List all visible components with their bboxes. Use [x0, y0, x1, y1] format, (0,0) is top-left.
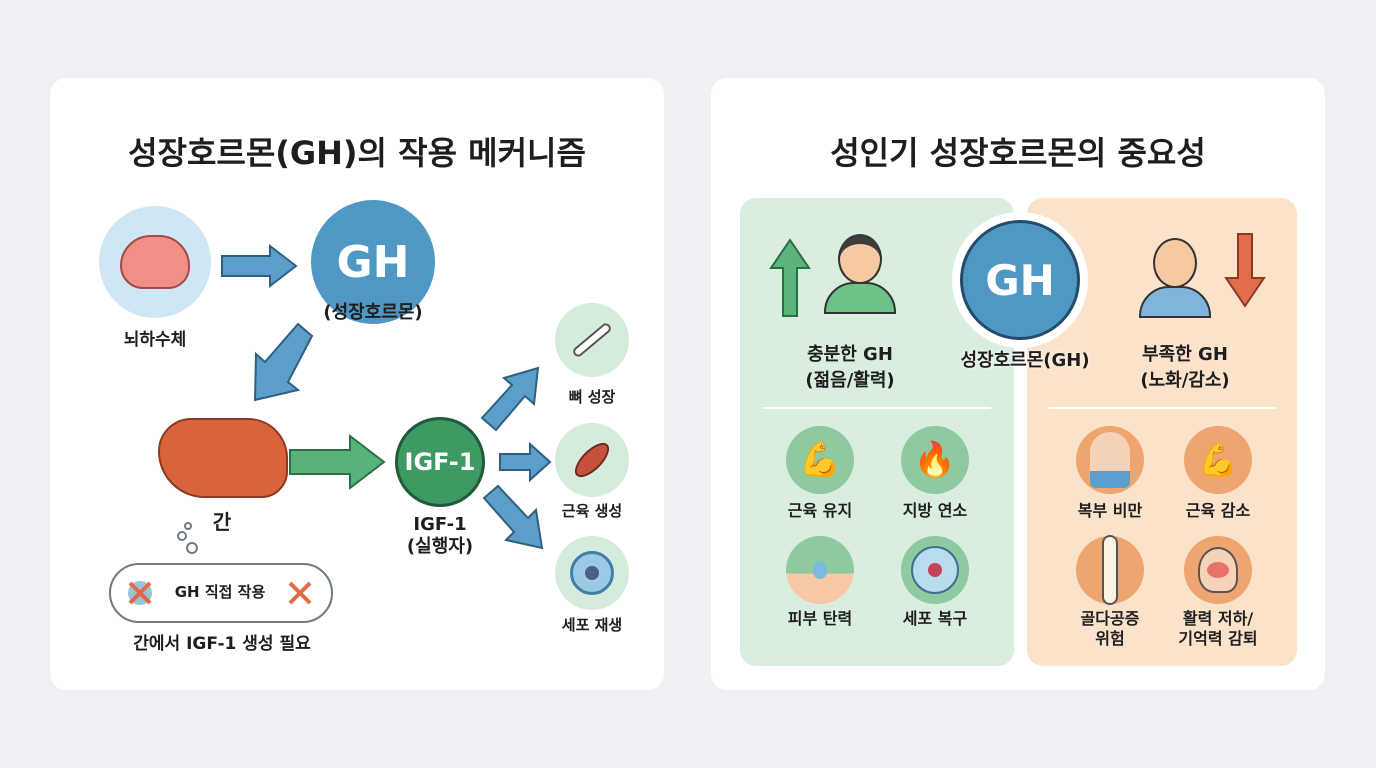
gh-center-circle: GH	[960, 220, 1080, 340]
mechanism-title: 성장호르몬(GH)의 작용 메커니즘	[128, 134, 586, 172]
liver-label: 간	[212, 510, 232, 534]
benefit-label: 세포 복구	[902, 609, 968, 628]
bone-joint-icon	[1076, 535, 1144, 605]
mechanism-arrows	[109, 243, 552, 623]
cross-icon	[128, 581, 312, 605]
elderly-person-icon	[1135, 238, 1215, 318]
arrow-up-icon	[769, 238, 811, 317]
deficit-label-line: 활력 저하/	[1182, 609, 1254, 628]
divider	[763, 407, 991, 409]
benefit-label: 근육 유지	[787, 501, 853, 520]
arrow-gh-to-liver	[253, 322, 314, 402]
deficit-label-line: 위험	[1095, 629, 1125, 648]
adult-gh-importance-card: 성인기 성장호르몬의 중요성 GH 충분한 GH (젊음/활력) 성장호르몬(G…	[711, 78, 1325, 690]
skin-drop-icon	[786, 536, 854, 604]
liver-icon	[158, 418, 288, 498]
igf1-circle: IGF-1	[395, 417, 485, 507]
belly-icon	[1076, 426, 1144, 494]
young-person-icon	[820, 234, 900, 314]
deficit-label: 복부 비만	[1077, 501, 1143, 520]
deficit-label: 활력 저하/기억력 감퇴	[1178, 609, 1257, 649]
gh-center-label: 성장호르몬(GH)	[960, 350, 1090, 371]
weak-arm-icon: 💪	[1184, 426, 1252, 494]
gh-mechanism-card: 성장호르몬(GH)의 작용 메커니즘 뇌하수체 GH (성장호르몬) 간 IGF…	[50, 78, 664, 690]
deficit-label: 근육 감소	[1185, 501, 1251, 520]
brain-icon	[99, 206, 211, 318]
igf1-sublabel: (실행자)	[406, 536, 474, 557]
target-label: 세포 재생	[561, 616, 623, 634]
liver-note: 간에서 IGF-1 생성 필요	[133, 634, 311, 654]
deficit-label-line: 기억력 감퇴	[1178, 629, 1258, 648]
arrow-igf-to-bone	[480, 366, 540, 432]
trend-arrows	[769, 233, 1266, 317]
importance-title: 성인기 성장호르몬의 중요성	[830, 134, 1206, 172]
cell-icon	[901, 536, 969, 604]
sufficient-gh-subtitle: (젊음/활력)	[805, 370, 895, 391]
arrow-pituitary-to-gh	[221, 243, 298, 289]
bone-icon	[555, 303, 629, 377]
deficit-label-line: 골다공증	[1080, 609, 1140, 628]
arrow-liver-to-igf	[289, 433, 386, 491]
gh-center-ring: GH	[952, 212, 1088, 348]
thought-cloud	[109, 522, 333, 623]
deficient-gh-subtitle: (노화/감소)	[1140, 370, 1230, 391]
target-label: 뼈 성장	[568, 388, 616, 406]
cell-icon	[555, 536, 629, 610]
target-label: 근육 생성	[561, 502, 623, 520]
arrow-igf-to-muscle	[499, 441, 552, 483]
flexed-arm-icon: 💪	[786, 426, 854, 494]
gh-circle: GH	[311, 200, 435, 324]
igf1-label: IGF-1	[413, 514, 467, 535]
brain-head-icon	[1184, 536, 1252, 604]
sufficient-gh-title: 충분한 GH	[807, 344, 893, 365]
deficient-gh-title: 부족한 GH	[1142, 344, 1228, 365]
benefit-label: 지방 연소	[902, 501, 968, 520]
arrow-down-icon	[1224, 233, 1266, 308]
benefit-label: 피부 탄력	[787, 609, 853, 628]
cloud-text: GH 직접 작용	[174, 583, 266, 601]
muscle-icon	[555, 423, 629, 497]
gh-label: (성장호르몬)	[323, 302, 423, 323]
arrow-igf-to-cell	[482, 484, 544, 550]
divider	[1049, 407, 1275, 409]
fire-icon: 🔥	[901, 426, 969, 494]
pituitary-label: 뇌하수체	[123, 330, 187, 350]
